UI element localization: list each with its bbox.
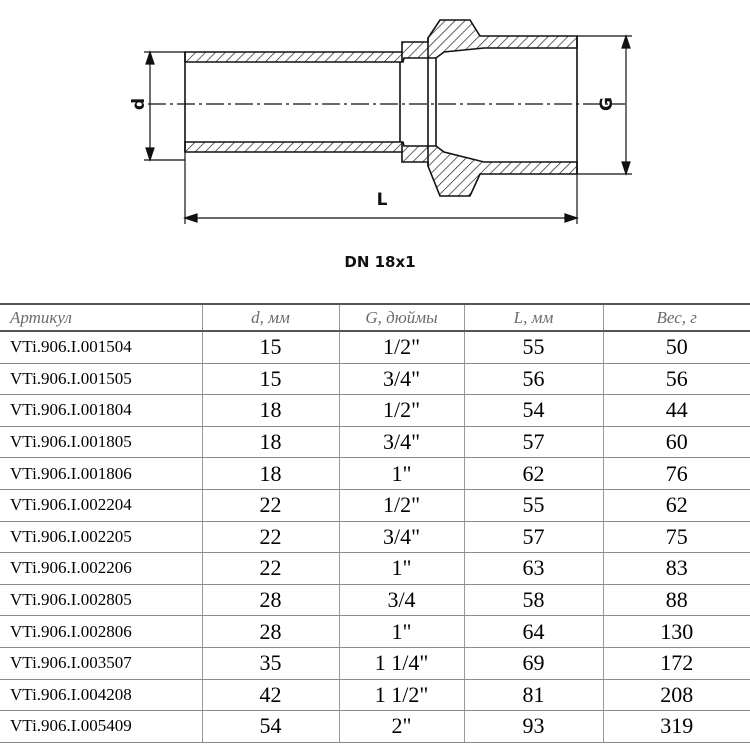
cell-d: 22 [201,521,340,554]
cell-article: VTi.906.I.002204 [0,489,203,522]
cell-G: 1" [338,457,465,490]
cell-d: 42 [201,679,340,712]
header-d: d, мм [201,303,340,332]
cell-article: VTi.906.I.001805 [0,426,203,459]
cell-weight: 75 [602,521,750,554]
fitting-bore [184,36,578,174]
cell-d: 54 [201,710,340,743]
cell-L: 58 [463,584,604,617]
cell-d: 28 [201,584,340,617]
cell-article: VTi.906.I.001504 [0,331,203,364]
cell-L: 57 [463,521,604,554]
drawing-caption: DN 18x1 [344,253,416,271]
cell-weight: 130 [602,615,750,648]
cell-article: VTi.906.I.002205 [0,521,203,554]
dimension-d-label: d [129,98,149,110]
cell-L: 63 [463,552,604,585]
cell-L: 64 [463,615,604,648]
cell-d: 35 [201,647,340,680]
header-weight: Вес, г [602,303,750,332]
cell-weight: 50 [602,331,750,364]
cell-article: VTi.906.I.001505 [0,363,203,396]
cell-weight: 56 [602,363,750,396]
cell-G: 3/4" [338,521,465,554]
cell-G: 1" [338,552,465,585]
cell-d: 15 [201,331,340,364]
cell-article: VTi.906.I.004208 [0,679,203,712]
cell-weight: 319 [602,710,750,743]
cell-G: 1 1/4" [338,647,465,680]
cell-G: 1/2" [338,331,465,364]
cell-d: 18 [201,426,340,459]
cell-L: 54 [463,394,604,427]
cell-G: 3/4" [338,363,465,396]
cell-L: 55 [463,489,604,522]
cell-d: 18 [201,457,340,490]
cell-weight: 208 [602,679,750,712]
dimension-L-label: L [377,190,388,210]
cell-article: VTi.906.I.005409 [0,710,203,743]
cell-L: 62 [463,457,604,490]
dimension-d [144,50,185,162]
dimension-L [183,152,579,224]
cell-weight: 76 [602,457,750,490]
cell-weight: 60 [602,426,750,459]
cell-G: 1 1/2" [338,679,465,712]
cell-weight: 88 [602,584,750,617]
cell-G: 3/4" [338,426,465,459]
fitting-drawing: d G L [129,19,632,224]
fitting-bottom-wall [184,141,578,197]
spec-table: Артикул d, мм G, дюймы L, мм Вес, г VTi.… [0,303,750,743]
cell-weight: 44 [602,394,750,427]
cell-weight: 172 [602,647,750,680]
cell-article: VTi.906.I.001806 [0,457,203,490]
cell-article: VTi.906.I.002805 [0,584,203,617]
cell-L: 93 [463,710,604,743]
cell-d: 15 [201,363,340,396]
cell-weight: 83 [602,552,750,585]
cell-L: 81 [463,679,604,712]
cell-d: 28 [201,615,340,648]
cell-L: 69 [463,647,604,680]
cell-L: 56 [463,363,604,396]
header-article: Артикул [0,303,203,332]
cell-d: 22 [201,489,340,522]
cell-article: VTi.906.I.002206 [0,552,203,585]
cell-L: 57 [463,426,604,459]
cell-article: VTi.906.I.003507 [0,647,203,680]
cell-L: 55 [463,331,604,364]
dimension-G [577,34,632,176]
cell-d: 18 [201,394,340,427]
cell-G: 1/2" [338,394,465,427]
table-header-row: Артикул d, мм G, дюймы L, мм Вес, г [0,303,750,332]
header-G: G, дюймы [338,303,465,332]
cell-G: 1" [338,615,465,648]
header-L: L, мм [463,303,604,332]
cell-G: 3/4 [338,584,465,617]
cell-article: VTi.906.I.001804 [0,394,203,427]
cell-d: 22 [201,552,340,585]
cell-article: VTi.906.I.002806 [0,615,203,648]
cell-G: 1/2" [338,489,465,522]
fitting-top-wall [184,19,578,63]
cell-weight: 62 [602,489,750,522]
dimension-G-label: G [597,97,617,111]
cell-G: 2" [338,710,465,743]
